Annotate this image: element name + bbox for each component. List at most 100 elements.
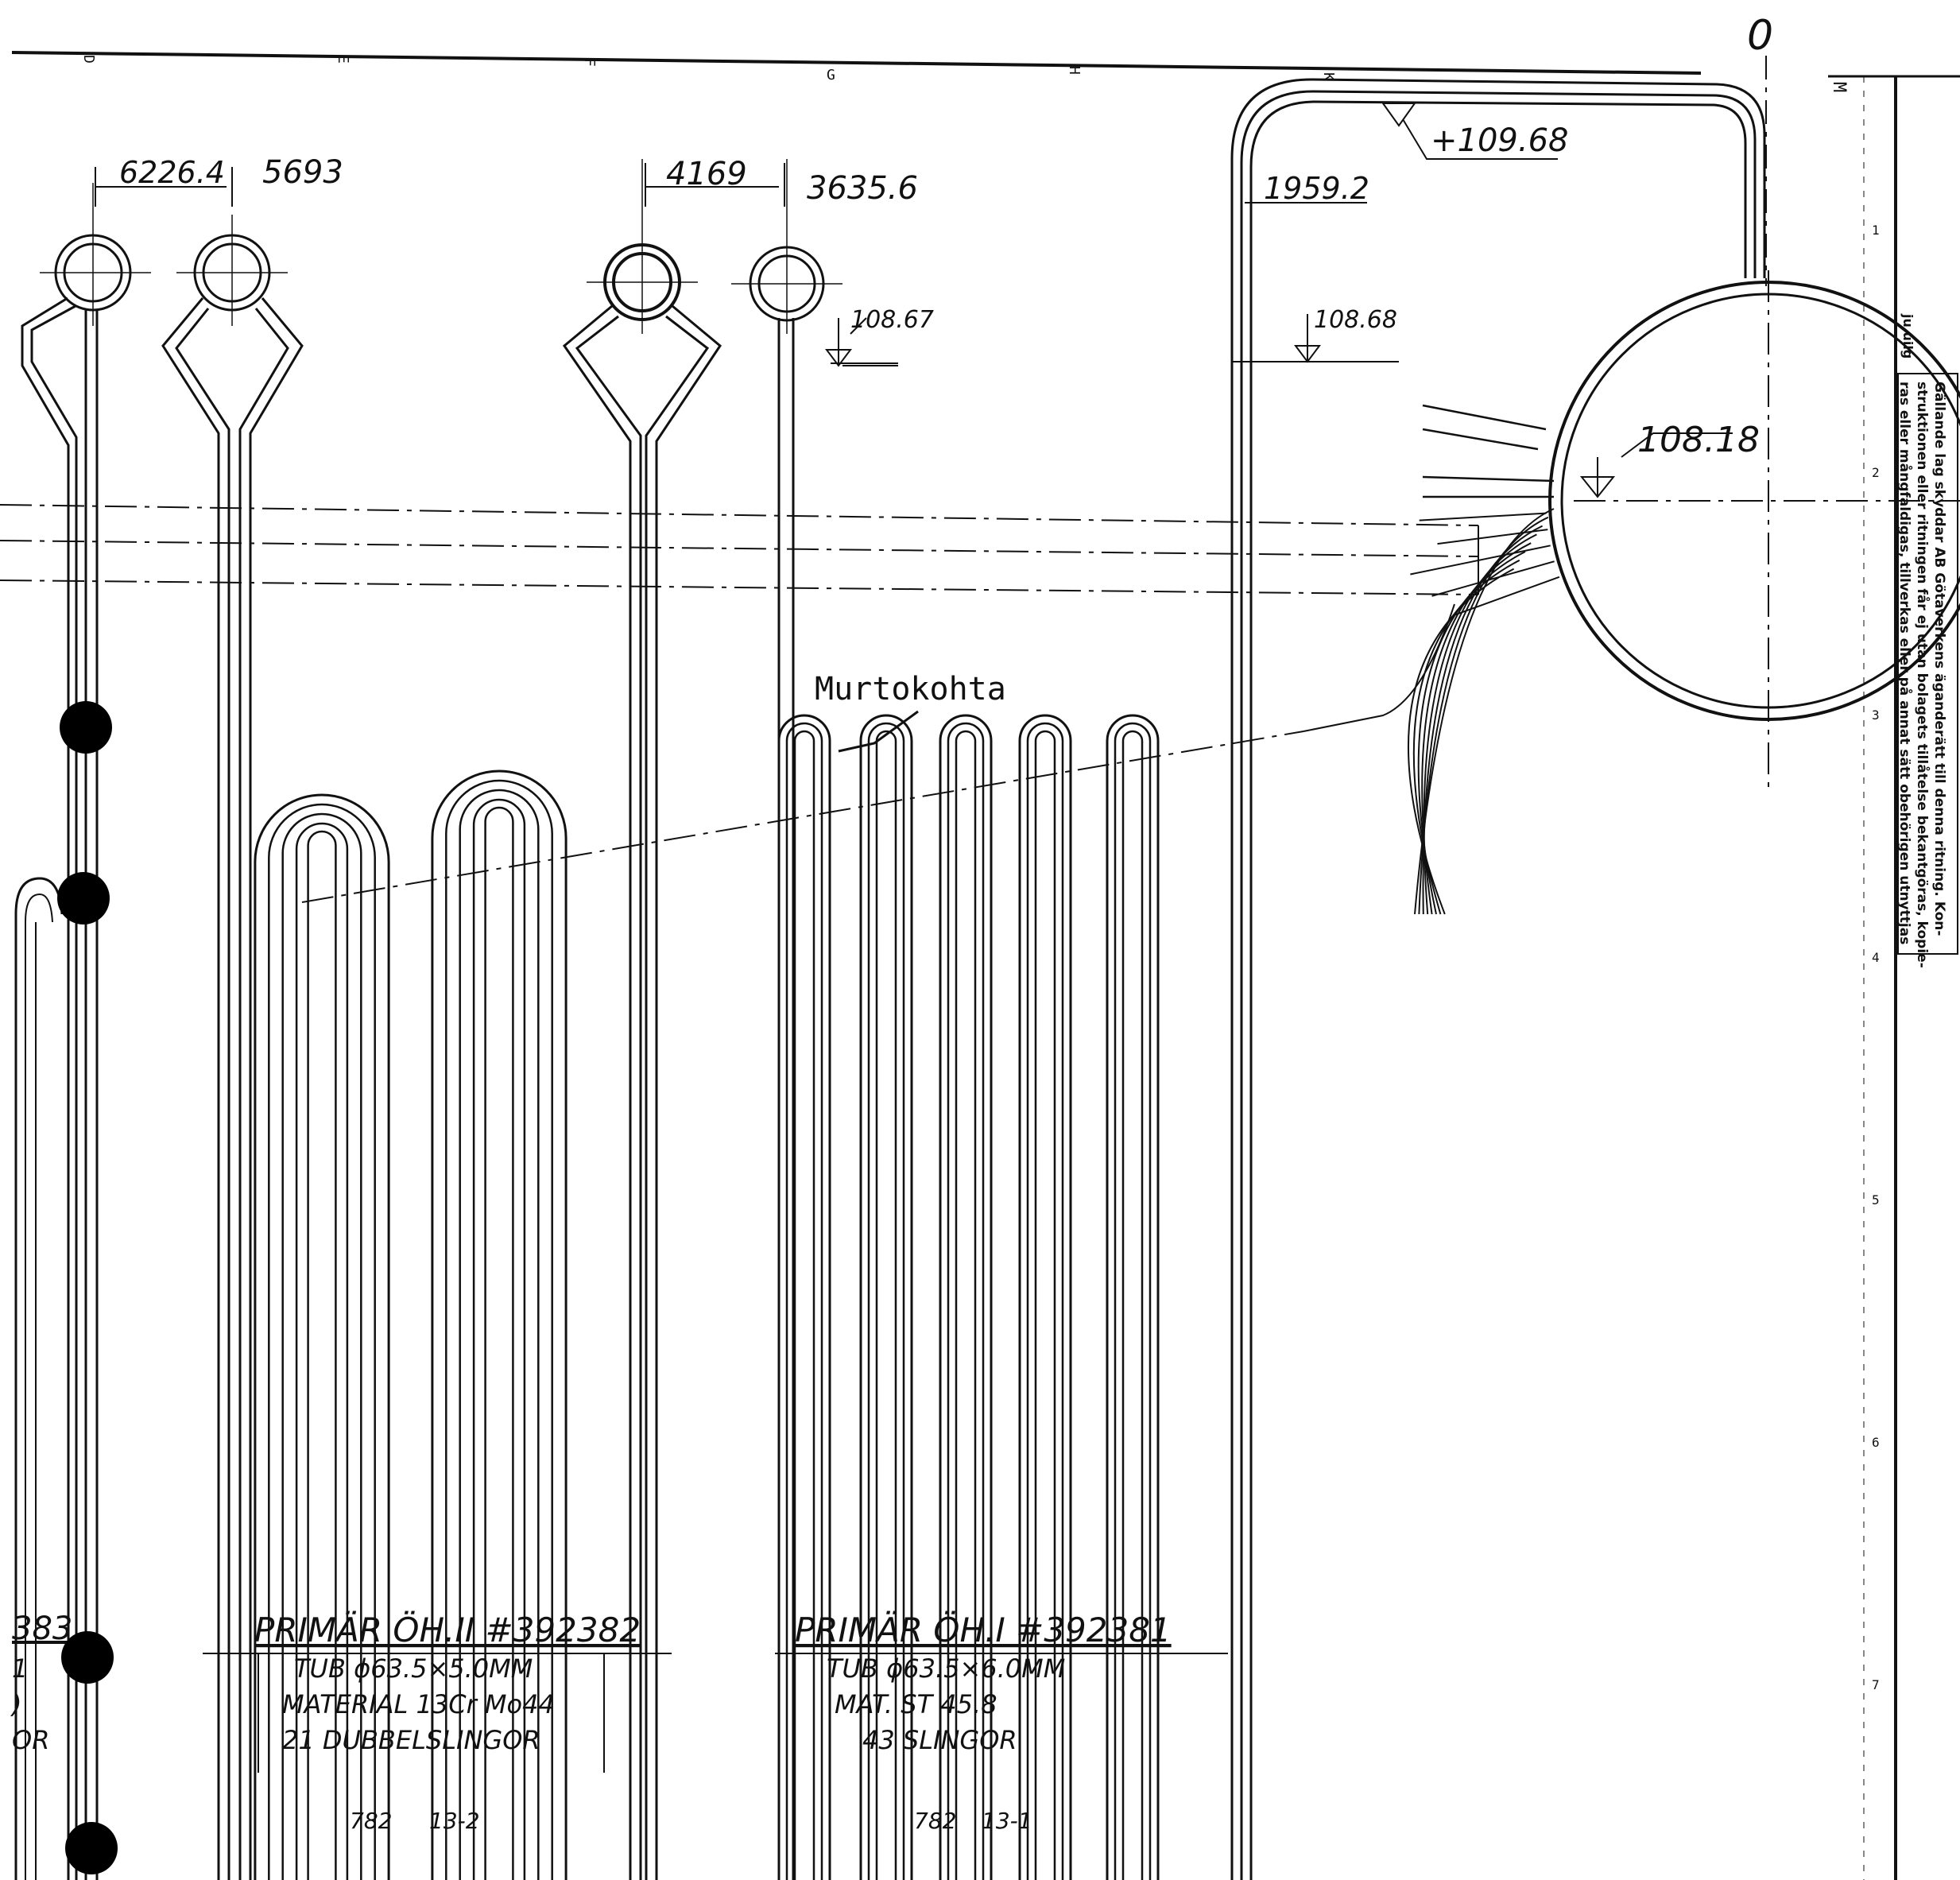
coil-loop bbox=[1106, 714, 1160, 1880]
header-tube-1 bbox=[21, 183, 151, 1880]
punch-hole bbox=[65, 1822, 118, 1874]
drum-riser bbox=[1230, 78, 1766, 1880]
left-fragment-2: 1 bbox=[12, 1653, 28, 1684]
elevation-108-18: 108.18 bbox=[1637, 420, 1760, 460]
coil-group-ii bbox=[254, 769, 567, 1880]
coil-loop bbox=[955, 730, 977, 1880]
coil-loop bbox=[785, 722, 823, 1880]
fracture-leader bbox=[838, 710, 919, 753]
drawing-frame bbox=[11, 51, 1960, 1880]
grid-letter: G bbox=[827, 67, 835, 83]
coil-loop bbox=[484, 806, 514, 1880]
coil-loop bbox=[1114, 722, 1152, 1880]
coil-loop bbox=[459, 789, 540, 1880]
coil-loop bbox=[777, 714, 831, 1880]
dimension-1959: 1959.2 bbox=[1264, 171, 1369, 206]
fan-tube bbox=[1410, 545, 1551, 576]
coil-loop bbox=[1026, 722, 1064, 1880]
margin-tick: 6 bbox=[1872, 1435, 1880, 1450]
spec-ii-title: PRIMÄR ÖH.II #392382 bbox=[254, 1610, 641, 1649]
coil-loop bbox=[268, 803, 376, 1880]
coil-group-i bbox=[777, 714, 1160, 1880]
punch-hole bbox=[57, 872, 110, 924]
coil-loop bbox=[307, 830, 337, 1880]
left-fragment-1: 383 bbox=[12, 1611, 72, 1647]
coil-loop bbox=[472, 798, 526, 1880]
elevation-markers bbox=[825, 103, 1733, 498]
punch-hole bbox=[60, 701, 112, 754]
zero-label: 0 bbox=[1747, 12, 1773, 60]
coil-loop bbox=[431, 769, 567, 1880]
coil-loop bbox=[1121, 730, 1144, 1880]
coil-loop bbox=[254, 793, 390, 1880]
header-tube-2 bbox=[161, 215, 304, 1880]
coil-loop bbox=[867, 722, 905, 1880]
spec-ii-ref-b: 13-2 bbox=[429, 1808, 480, 1834]
grid-letters: D E F G H K M bbox=[80, 55, 1849, 92]
margin-tick: 3 bbox=[1872, 707, 1880, 723]
fracture-label: Murtokohta bbox=[815, 671, 1006, 707]
spec-i-material: MAT. ST 45.8 bbox=[835, 1689, 997, 1719]
fan-tube bbox=[1417, 551, 1526, 915]
margin-tick: 2 bbox=[1872, 465, 1880, 480]
margin-tick: 1 bbox=[1872, 223, 1880, 238]
spec-box-ii bbox=[203, 1653, 672, 1773]
coil-loop bbox=[875, 730, 897, 1880]
grid-letter: H bbox=[1066, 66, 1083, 75]
elevation-108-67: 108.67 bbox=[850, 306, 934, 334]
coil-loop bbox=[1034, 730, 1056, 1880]
coil-loop bbox=[939, 714, 993, 1880]
elevation-109-68: +109.68 bbox=[1431, 122, 1568, 159]
left-fragment-3: ) bbox=[10, 1689, 21, 1719]
spec-i-loops: 43 SLINGOR bbox=[862, 1725, 1017, 1755]
fan-tube bbox=[1454, 576, 1560, 616]
spec-ii-loops: 21 DUBBELSLINGOR bbox=[282, 1725, 540, 1755]
coil-loop bbox=[445, 779, 553, 1880]
grid-letter: K bbox=[1320, 72, 1337, 81]
zero-mark: 0 bbox=[1747, 12, 1773, 286]
elevation-108-68: 108.68 bbox=[1314, 306, 1397, 334]
fan-tube bbox=[1407, 568, 1515, 915]
margin-tick: 7 bbox=[1872, 1677, 1880, 1692]
margin-tick: 5 bbox=[1872, 1192, 1880, 1207]
notice-line-1: Gällande lag skyddar AB Götaverkens ägan… bbox=[1931, 382, 1947, 936]
notice-line-2: struktionen eller ritningen får ej utan … bbox=[1914, 382, 1931, 968]
notice-box bbox=[1897, 373, 1958, 955]
spec-i-ref-a: 782 bbox=[914, 1808, 956, 1834]
notice-side-label: ju uilg bbox=[1900, 313, 1915, 359]
coil-loop bbox=[281, 812, 362, 1880]
coil-loop bbox=[793, 730, 815, 1880]
coil-loop bbox=[859, 714, 913, 1880]
dimension-lines bbox=[95, 163, 1367, 207]
coil-loop bbox=[1018, 714, 1072, 1880]
dimension-5693: 5693 bbox=[262, 154, 343, 191]
margin-tick: 4 bbox=[1872, 950, 1880, 965]
fan-tube bbox=[1421, 542, 1532, 915]
punch-hole bbox=[61, 1631, 114, 1684]
fan-tube bbox=[1419, 512, 1547, 521]
fan-tube bbox=[1412, 559, 1520, 915]
fan-tube bbox=[1437, 529, 1548, 545]
coil-loop bbox=[947, 722, 985, 1880]
spec-i-title: PRIMÄR ÖH.I #392381 bbox=[795, 1610, 1172, 1649]
spec-ii-tube: TUB ϕ63.5×5.0MM bbox=[294, 1653, 533, 1684]
punch-holes bbox=[57, 701, 118, 1874]
grid-letter: D bbox=[80, 55, 97, 64]
spec-ii-material: MATERIAL 13Cr Mo44 bbox=[282, 1689, 555, 1719]
steam-drum bbox=[1422, 270, 1960, 795]
grid-letter: E bbox=[335, 55, 351, 64]
dimension-4169: 4169 bbox=[666, 156, 747, 192]
copyright-notice: Gällande lag skyddar AB Götaverkens ägan… bbox=[1896, 382, 1947, 968]
grid-letter: F bbox=[581, 58, 598, 67]
fan-tube bbox=[1431, 560, 1555, 597]
spec-i-tube: TUB ϕ63.5×6.0MM bbox=[827, 1653, 1065, 1684]
notice-line-3: ras eller mångfaldigas, tillverkas eller… bbox=[1896, 382, 1914, 944]
drum-tube-fan bbox=[1407, 508, 1560, 915]
dimension-6226: 6226.4 bbox=[119, 155, 225, 190]
dimension-3635: 3635.6 bbox=[807, 170, 918, 207]
grid-letter: M bbox=[1829, 82, 1849, 92]
spec-i-ref-b: 13-1 bbox=[982, 1808, 1032, 1834]
left-fragment-4: OR bbox=[12, 1725, 49, 1755]
header-tube-3 bbox=[562, 159, 722, 1880]
